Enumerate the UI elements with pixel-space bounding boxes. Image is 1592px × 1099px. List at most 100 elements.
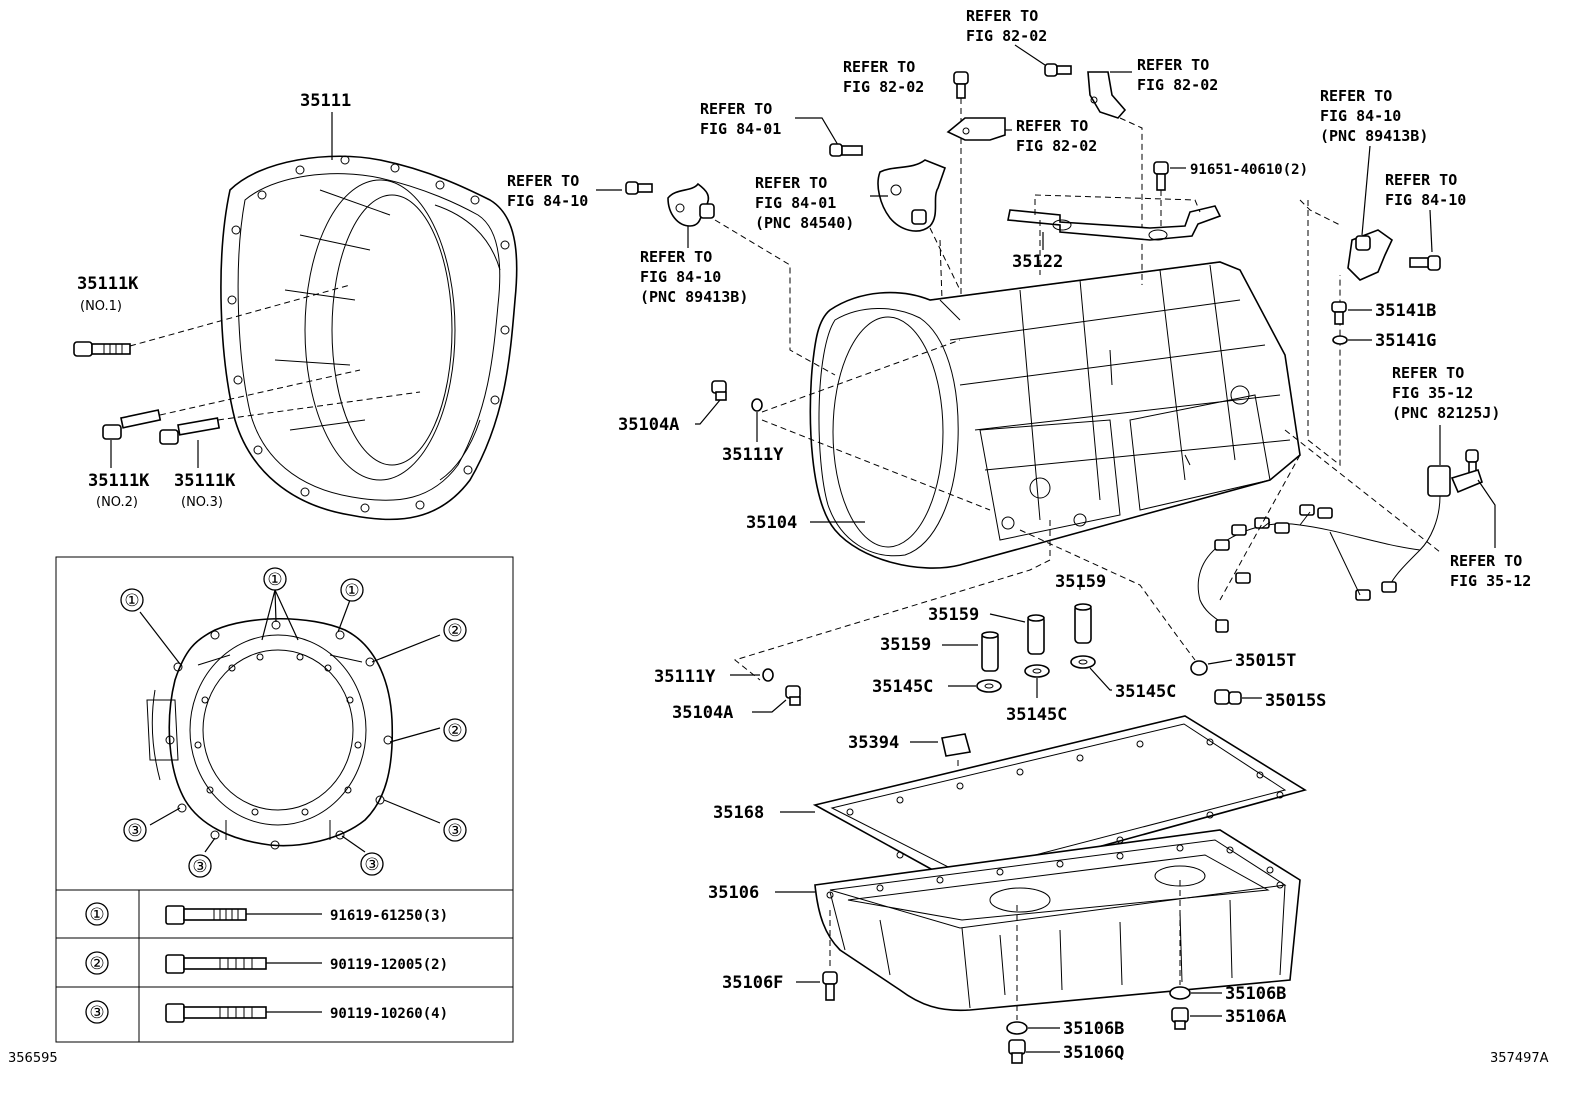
inset-row-2-marker: ②	[89, 954, 104, 974]
bolt-35111k-no2	[102, 409, 162, 440]
bolt-91651	[1153, 161, 1169, 191]
label-35168: 35168	[713, 803, 764, 823]
label-35106f: 35106F	[722, 973, 783, 993]
speed-sensor-right	[1347, 229, 1394, 281]
ref-fig-82-02-left-l1: REFER TO	[843, 58, 915, 76]
washer-35145c-c	[1070, 655, 1096, 669]
o-ring-35111y-top	[751, 398, 763, 412]
ref-fig-84-01-a-l1: REFER TO	[700, 100, 772, 118]
label-35145c-c: 35145C	[1115, 682, 1176, 702]
label-35015t: 35015T	[1235, 651, 1296, 671]
inset-row-3-marker: ③	[89, 1003, 104, 1023]
plug-35104a-top	[711, 380, 727, 401]
corner-id-left: 356595	[8, 1051, 58, 1066]
inset-row-1-part: 91619-61250(3)	[330, 908, 448, 924]
ref-fig-84-10-b-l2: FIG 84-10	[640, 268, 721, 286]
label-35106b-b: 35106B	[1225, 984, 1286, 1004]
speed-sensor-middle	[877, 159, 947, 232]
plug-35104a-bottom	[785, 685, 801, 706]
transmission-case-drawing	[809, 261, 1301, 569]
label-35111k-no1-sub: (NO.1)	[80, 299, 122, 314]
inset-row-3-part: 90119-10260(4)	[330, 1006, 448, 1022]
ref-fig-84-01-b-l1: REFER TO	[755, 174, 827, 192]
label-91651: 91651-40610(2)	[1190, 162, 1308, 178]
bolt-35141b	[1331, 301, 1347, 325]
ref-fig-82-02-top-l1: REFER TO	[966, 7, 1038, 25]
ref-fig-82-02-right-l2: FIG 82-02	[1137, 76, 1218, 94]
ref-fig-84-10-c-l1: REFER TO	[1320, 87, 1392, 105]
inset-marker-1-right: ①	[344, 581, 359, 601]
ref-fig-84-10-c-l3: (PNC 89413B)	[1320, 127, 1428, 145]
bolt-sensor-middle	[829, 143, 863, 157]
oil-pan-35106	[814, 829, 1301, 1012]
label-35122: 35122	[1012, 252, 1063, 272]
ref-fig-35-12-a-l2: FIG 35-12	[1392, 384, 1473, 402]
wire-harness	[1197, 465, 1451, 633]
bolt-location-inset: ① ① ① ② ② ③ ③ ③ ③ ① 91619-61250(3) ② 901…	[55, 556, 514, 1043]
plug-35106q	[1008, 1039, 1026, 1064]
label-35111y-bottom: 35111Y	[654, 667, 716, 687]
ref-fig-84-01-b-l2: FIG 84-01	[755, 194, 836, 212]
inset-row-1-marker: ①	[89, 905, 104, 925]
ref-fig-84-10-b-l3: (PNC 89413B)	[640, 288, 748, 306]
washer-35145c-b	[1024, 664, 1050, 678]
label-35159-b: 35159	[928, 605, 979, 625]
inset-marker-2-upper: ②	[447, 621, 462, 641]
gasket-35106b-b	[1169, 986, 1191, 1000]
o-ring-35111y-bottom	[762, 668, 774, 682]
pin-35159-a	[981, 631, 999, 672]
label-35141g: 35141G	[1375, 331, 1436, 351]
label-35104a-bottom: 35104A	[672, 703, 733, 723]
bolt-35111k-no3	[159, 417, 221, 445]
bell-housing-drawing	[220, 155, 518, 521]
washer-35145c-a	[976, 679, 1002, 693]
harness-bracket	[1450, 469, 1483, 494]
bracket-right	[1087, 71, 1127, 119]
label-35106q: 35106Q	[1063, 1043, 1124, 1063]
gasket-35168	[812, 715, 1307, 886]
pin-35159-c	[1074, 603, 1092, 644]
ref-fig-35-12-a-l1: REFER TO	[1392, 364, 1464, 382]
gasket-35106b-a	[1006, 1021, 1028, 1035]
pin-35159-b	[1027, 614, 1045, 655]
label-35159-a: 35159	[880, 635, 931, 655]
label-35104a-top: 35104A	[618, 415, 679, 435]
speed-sensor-left	[667, 182, 715, 227]
o-ring-35015t	[1190, 660, 1208, 676]
magnet-35394	[941, 733, 972, 757]
label-35111k-no3: 35111K	[174, 471, 236, 491]
inset-row-3: ③ 90119-10260(4)	[85, 1000, 448, 1024]
inset-marker-3-right: ③	[447, 821, 462, 841]
bolt-bracket-top	[1044, 63, 1072, 77]
label-35104: 35104	[746, 513, 797, 533]
ref-fig-35-12-a-l3: (PNC 82125J)	[1392, 404, 1500, 422]
ref-fig-82-02-right-l1: REFER TO	[1137, 56, 1209, 74]
ref-fig-82-02-mid-l2: FIG 82-02	[1016, 137, 1097, 155]
ref-fig-35-12-b-l1: REFER TO	[1450, 552, 1522, 570]
label-35159-c: 35159	[1055, 572, 1106, 592]
ref-fig-84-10-d-l2: FIG 84-10	[1385, 191, 1466, 209]
label-35111: 35111	[300, 91, 351, 111]
inset-marker-1-left: ①	[124, 591, 139, 611]
tube-35122	[1007, 205, 1222, 241]
ref-fig-82-02-mid-l1: REFER TO	[1016, 117, 1088, 135]
inset-row-1: ① 91619-61250(3)	[85, 902, 448, 926]
label-35106a: 35106A	[1225, 1007, 1286, 1027]
label-35111k-no1: 35111K	[77, 274, 139, 294]
label-35111y-top: 35111Y	[722, 445, 784, 465]
inset-marker-3-bottom-left: ③	[192, 857, 207, 877]
inset-row-2: ② 90119-12005(2)	[85, 951, 448, 975]
inset-marker-2-lower: ②	[447, 721, 462, 741]
label-35394: 35394	[848, 733, 899, 753]
ref-fig-84-10-a-l2: FIG 84-10	[507, 192, 588, 210]
bolt-sensor-left	[625, 181, 653, 195]
label-35111k-no3-sub: (NO.3)	[181, 495, 223, 510]
bracket-left	[946, 117, 1006, 141]
label-35106b-a: 35106B	[1063, 1019, 1124, 1039]
plug-35106a	[1171, 1007, 1189, 1030]
inset-marker-3-bottom-right: ③	[364, 855, 379, 875]
ref-fig-82-02-left-l2: FIG 82-02	[843, 78, 924, 96]
bolt-35106f	[822, 971, 838, 1001]
label-35145c-a: 35145C	[872, 677, 933, 697]
